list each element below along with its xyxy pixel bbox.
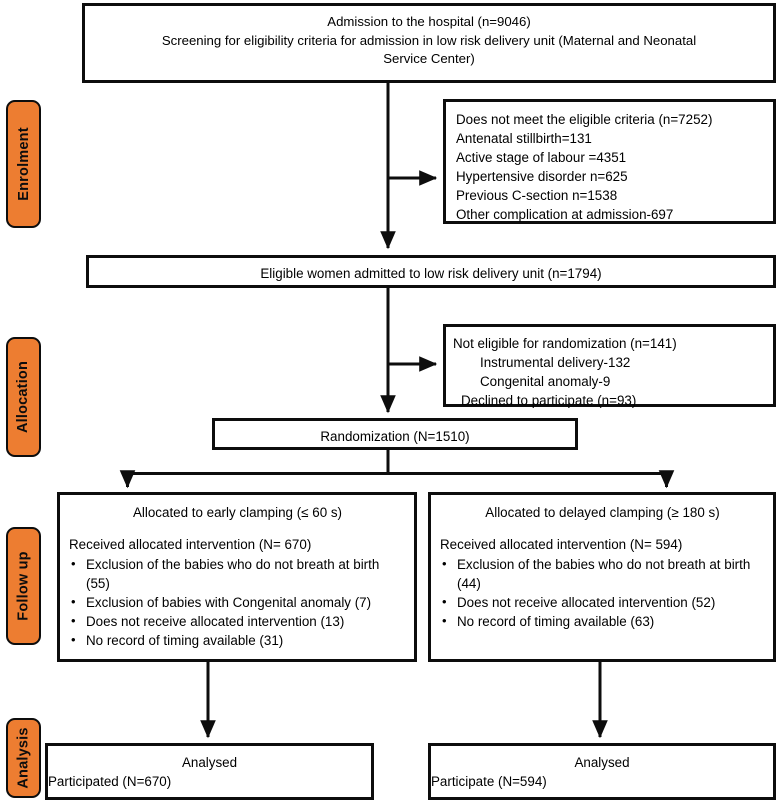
analysed-left-line-2: Participated (N=670) [48, 774, 172, 790]
stage-label-followup: Follow up [6, 527, 41, 645]
stage-label-analysis-text: Analysis [15, 727, 32, 789]
not-eligible-line-5: Previous C-section n=1538 [456, 188, 618, 204]
not-randomized-line-1: Not eligible for randomization (n=141) [453, 336, 677, 351]
not-randomized-line-4: Declined to participate (n=93) [461, 393, 637, 409]
delayed-arm-received: Received allocated intervention (N= 594) [440, 537, 683, 553]
not-eligible-line-1: Does not meet the eligible criteria (n=7… [456, 112, 713, 127]
early-arm-header: Allocated to early clamping (≤ 60 s) [132, 505, 343, 520]
box-excluded-not-eligible: Does not meet the eligible criteria (n=7… [443, 99, 776, 224]
list-item: Does not receive allocated intervention … [69, 612, 406, 631]
list-item: No record of timing available (31) [69, 631, 406, 650]
box-randomization: Randomization (N=1510) [212, 418, 578, 450]
list-item: Exclusion of the babies who do not breat… [440, 555, 765, 593]
analysed-left-line-1: Analysed [181, 755, 238, 770]
stage-label-enrolment: Enrolment [6, 100, 41, 228]
analysed-right-line-1: Analysed [574, 755, 630, 770]
box-delayed-clamping-arm: Allocated to delayed clamping (≥ 180 s) … [428, 492, 776, 662]
list-item: Does not receive allocated intervention … [440, 593, 765, 612]
delayed-arm-bullet-list: Exclusion of the babies who do not breat… [440, 555, 765, 631]
box-excluded-not-randomized: Not eligible for randomization (n=141) I… [443, 324, 776, 409]
admission-line-2: Screening for eligibility criteria for a… [161, 32, 697, 48]
not-eligible-line-3: Active stage of labour =4351 [456, 150, 627, 166]
not-eligible-line-4: Hypertensive disorder n=625 [456, 169, 628, 185]
not-eligible-line-6: Other complication at admission-697 [456, 207, 674, 223]
stage-label-followup-text: Follow up [15, 551, 32, 621]
list-item: Exclusion of babies with Congenital anom… [69, 593, 406, 612]
not-randomized-line-3: Congenital anomaly-9 [480, 374, 611, 390]
randomization-line-1: Randomization (N=1510) [320, 429, 470, 444]
stage-label-analysis: Analysis [6, 718, 41, 798]
box-eligible-women: Eligible women admitted to low risk deli… [86, 255, 776, 288]
admission-line-3: Service Center) [383, 51, 475, 67]
stage-label-enrolment-text: Enrolment [15, 127, 32, 201]
box-admission: Admission to the hospital (n=9046) Scree… [82, 3, 776, 83]
stage-label-allocation-text: Allocation [15, 360, 32, 434]
list-item: No record of timing available (63) [440, 612, 765, 631]
analysed-right-line-2: Participate (N=594) [431, 774, 547, 790]
box-analysed-early: Analysed Participated (N=670) [45, 743, 374, 800]
early-arm-bullet-list: Exclusion of the babies who do not breat… [69, 555, 406, 650]
admission-line-1: Admission to the hospital (n=9046) [327, 14, 531, 29]
box-analysed-delayed: Analysed Participate (N=594) [428, 743, 776, 800]
box-early-clamping-arm: Allocated to early clamping (≤ 60 s) Rec… [57, 492, 417, 662]
stage-label-allocation: Allocation [6, 337, 41, 457]
not-randomized-line-2: Instrumental delivery-132 [480, 355, 631, 371]
delayed-arm-header: Allocated to delayed clamping (≥ 180 s) [485, 505, 720, 520]
not-eligible-line-2: Antenatal stillbirth=131 [456, 131, 592, 147]
list-item: Exclusion of the babies who do not breat… [69, 555, 406, 593]
eligible-women-line-1: Eligible women admitted to low risk deli… [260, 266, 602, 281]
early-arm-received: Received allocated intervention (N= 670) [69, 537, 312, 553]
